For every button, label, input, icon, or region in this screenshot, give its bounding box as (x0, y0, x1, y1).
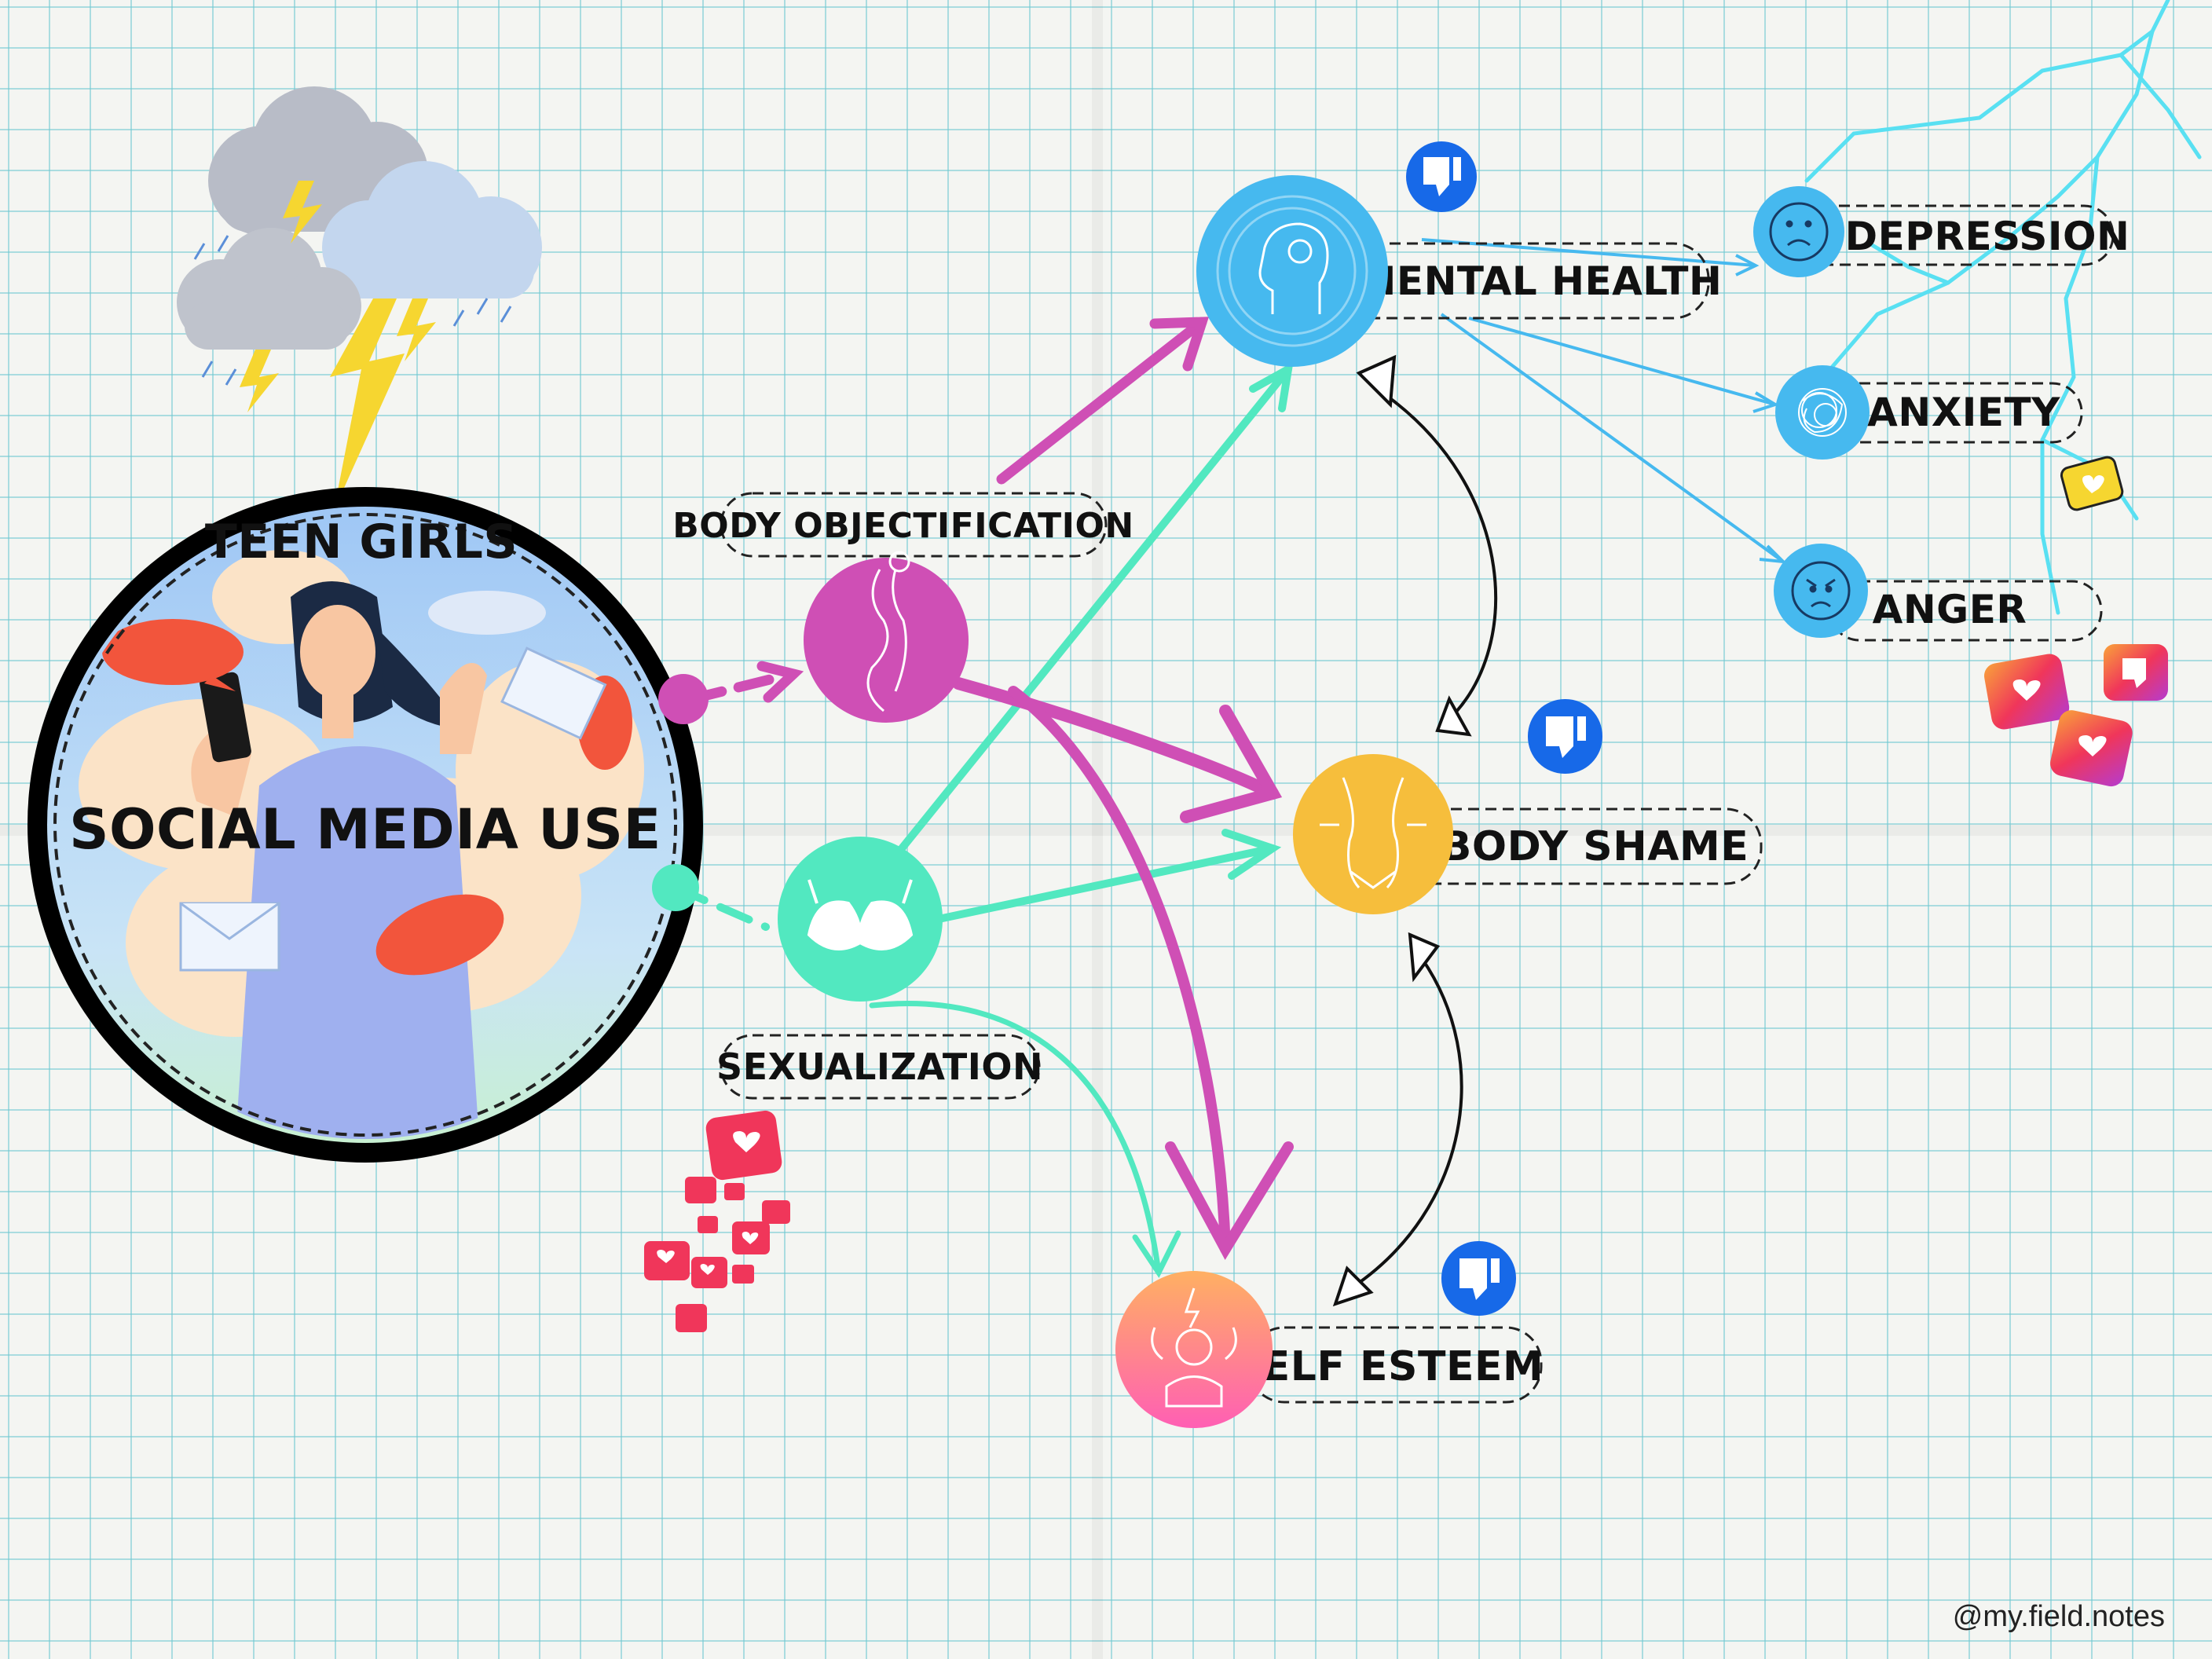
scribble-icon (1798, 388, 1847, 437)
heart-notification-icon (2060, 456, 2124, 511)
mental-health-node: MENTAL HEALTH (1196, 141, 1722, 367)
paper-crease-vertical (1092, 0, 1103, 1659)
body-shame-label: BODY SHAME (1441, 823, 1749, 870)
edge-body-shame-self-esteem (1350, 957, 1463, 1290)
sad-face-icon (1769, 202, 1829, 262)
edge-mental-health-to-anxiety (1468, 317, 1776, 406)
edge-body-objectification-to-body-shame (952, 677, 1279, 800)
sexualization-label: SEXUALIZATION (716, 1046, 1043, 1088)
anger-label: ANGER (1873, 587, 2027, 632)
bra-icon (807, 879, 914, 950)
edge-body-objectification-to-self-esteem (1008, 686, 1231, 1254)
anxiety-label: ANXIETY (1867, 390, 2060, 435)
lightning-icon (240, 181, 436, 511)
sexualization-node: SEXUALIZATION (716, 837, 1043, 1100)
social-media-use-node: TEEN GIRLS SOCIAL MEDIA USE (27, 487, 709, 1163)
angry-face-icon (1791, 561, 1851, 621)
edges-black-bidirectional (1332, 354, 1498, 1307)
center-main-label: SOCIAL MEDIA USE (69, 797, 661, 862)
edge-sexualization-to-self-esteem (869, 1001, 1162, 1276)
thumbs-down-icon (1423, 157, 1461, 196)
body-objectification-label: BODY OBJECTIFICATION (672, 506, 1133, 546)
edge-sexualization-to-mental-health (892, 365, 1292, 860)
head-brain-icon (1216, 195, 1368, 347)
edges-magenta (686, 317, 1294, 1261)
anxiety-node: ANXIETY (1775, 365, 2083, 460)
depression-label: DEPRESSION (1845, 214, 2130, 259)
heart-reaction-cluster (644, 1110, 790, 1332)
depression-node: DEPRESSION (1753, 186, 2130, 277)
waist-icon (1320, 777, 1426, 889)
edge-mental-health-to-anger (1440, 313, 1785, 563)
frustrated-person-icon (1151, 1287, 1237, 1408)
anger-node: ANGER (1774, 544, 2103, 642)
body-shame-node: BODY SHAME (1293, 699, 1763, 914)
center-top-label: TEEN GIRLS (205, 515, 518, 569)
female-silhouette-icon (866, 551, 910, 712)
instagram-like-icons (1984, 644, 2168, 787)
body-objectification-node: BODY OBJECTIFICATION (672, 492, 1133, 723)
mental-health-label: MENTAL HEALTH (1357, 258, 1723, 304)
edge-mental-health-body-shame (1381, 391, 1498, 724)
thumbs-down-icon (1459, 1258, 1500, 1300)
storm-cloud-icon (177, 86, 542, 386)
self-esteem-label: SELF ESTEEM (1232, 1343, 1544, 1390)
edge-sexualization-to-body-shame (935, 844, 1276, 923)
edge-body-objectification-to-mental-health (996, 317, 1207, 485)
thumbs-down-icon (1546, 716, 1586, 758)
edges-teal (672, 361, 1294, 1278)
watermark-handle: @my.field.notes (1952, 1600, 2165, 1633)
lightning-bolt-decoration (1804, 0, 2202, 615)
self-esteem-node: SELF ESTEEM (1115, 1241, 1544, 1428)
